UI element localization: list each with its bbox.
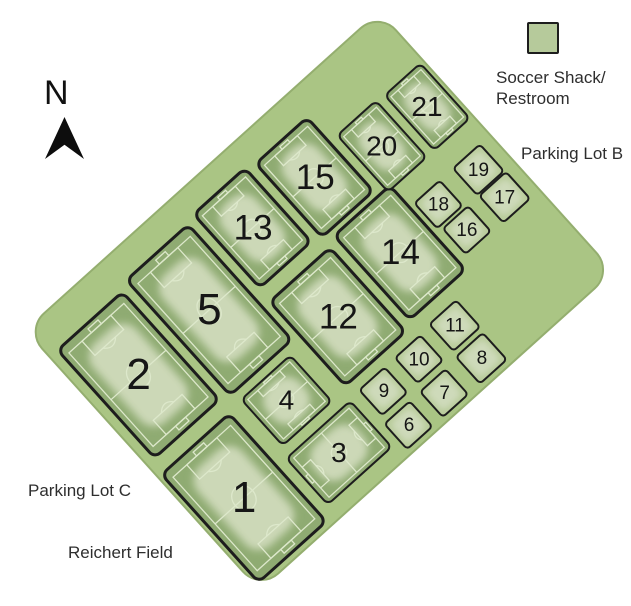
legend-soccer-shack-swatch	[527, 22, 559, 54]
field-number: 20	[366, 130, 398, 162]
field-number: 19	[467, 159, 490, 181]
field-number: 6	[403, 414, 414, 436]
field-number: 3	[331, 436, 347, 468]
pitch-markings-icon	[386, 65, 468, 149]
field-number: 5	[196, 284, 222, 334]
field-14: 14	[332, 183, 468, 322]
pitch-markings-icon	[339, 102, 426, 190]
north-label: N	[44, 74, 69, 112]
field-name-label: Reichert Field	[68, 543, 173, 562]
field-number: 17	[494, 186, 516, 208]
field-number: 21	[411, 90, 443, 122]
pitch-markings-icon	[258, 120, 371, 236]
field-2: 2	[55, 289, 222, 461]
field-number: 7	[438, 382, 450, 404]
pitch-markings-icon	[60, 294, 217, 456]
field-number: 18	[427, 193, 449, 215]
field-3: 3	[284, 399, 394, 506]
field-number: 16	[456, 219, 478, 241]
legend-label: Soccer Shack/ Restroom	[496, 67, 631, 109]
pitch-markings-icon	[164, 416, 324, 580]
pitch-markings-icon	[272, 250, 404, 384]
field-number: 2	[126, 349, 151, 399]
field-number: 14	[380, 233, 420, 273]
legend-label-line1: Soccer Shack/	[496, 68, 606, 87]
field-13: 13	[191, 165, 314, 290]
field-number: 11	[444, 315, 465, 337]
field-12: 12	[267, 245, 408, 388]
field-5: 5	[124, 222, 294, 398]
parking-lot-b-label: Parking Lot B	[521, 144, 624, 163]
field-number: 4	[278, 384, 295, 416]
field-number: 13	[232, 208, 272, 248]
north-arrow-icon	[45, 117, 84, 159]
field-number: 12	[318, 297, 358, 337]
legend-label-line2: Restroom	[496, 89, 570, 108]
field-number: 10	[408, 348, 430, 370]
field-15: 15	[253, 115, 376, 240]
pitch-markings-icon	[243, 357, 331, 444]
pitch-markings-icon	[129, 227, 290, 393]
field-number: 9	[378, 380, 389, 402]
pitch-markings-icon	[196, 170, 309, 286]
field-4: 4	[239, 353, 334, 447]
field-21: 21	[383, 61, 472, 152]
pitch-markings-icon	[288, 402, 391, 503]
field-number: 8	[476, 347, 487, 369]
pitch-markings-icon	[336, 188, 463, 318]
parking-lot-c-label: Parking Lot C	[28, 481, 131, 500]
field-1: 1	[159, 411, 329, 585]
field-number: 15	[295, 157, 334, 197]
field-20: 20	[335, 99, 429, 194]
field-number: 1	[231, 473, 257, 523]
